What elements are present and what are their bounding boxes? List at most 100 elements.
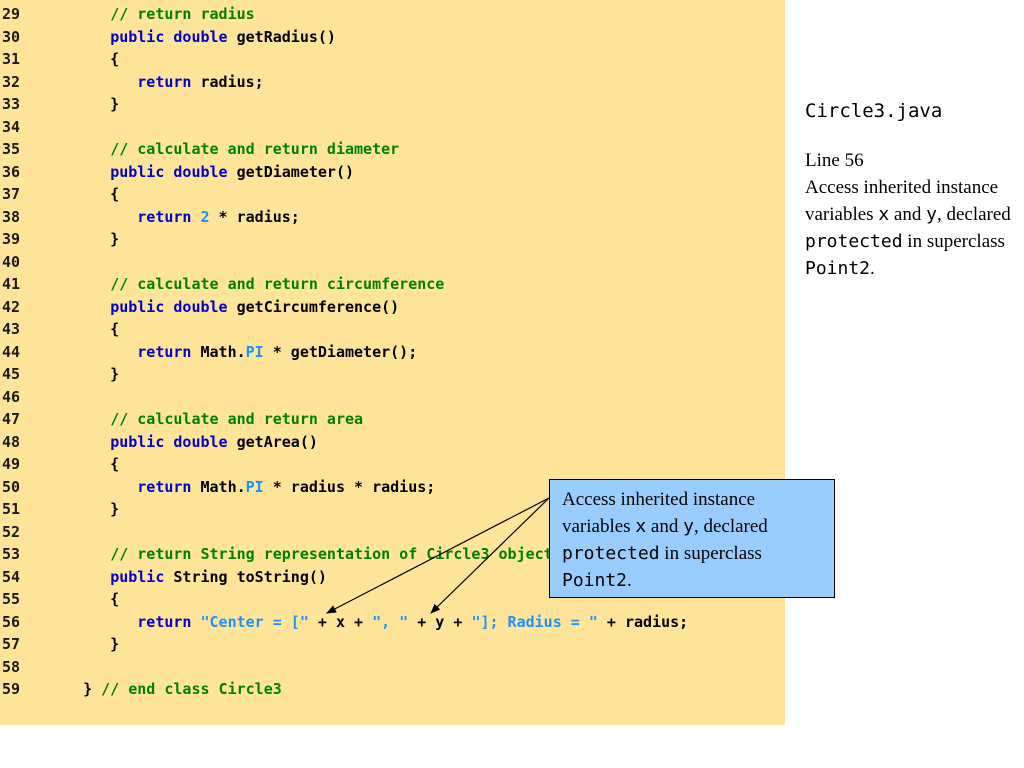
code-text: } xyxy=(56,228,119,250)
code-token: public double xyxy=(110,27,228,46)
callout-text: . xyxy=(627,570,632,591)
code-line: 42 public double getCircumference() xyxy=(0,296,785,318)
code-token xyxy=(191,208,200,226)
code-token xyxy=(56,140,110,158)
code-token: return xyxy=(137,72,192,91)
code-line: 56 return "Center = [" + x + ", " + y + … xyxy=(0,611,785,633)
line-number: 44 xyxy=(2,342,21,361)
line-number: 57 xyxy=(2,635,21,653)
callout-class-point2: Point2 xyxy=(562,570,628,591)
line-number: 45 xyxy=(2,365,21,383)
code-token: public xyxy=(110,567,165,586)
code-token: { xyxy=(56,455,120,473)
line-number: 38 xyxy=(2,207,21,226)
notes-text: and xyxy=(889,204,927,225)
code-text: { xyxy=(56,48,119,70)
code-token xyxy=(56,343,137,361)
notes-text: , declared xyxy=(936,204,1011,225)
line-number: 48 xyxy=(2,432,21,451)
code-line: 55 { xyxy=(0,588,785,610)
code-line: 48 public double getArea() xyxy=(0,431,785,453)
code-text: // calculate and return diameter xyxy=(56,138,399,160)
code-token: { xyxy=(56,185,120,203)
code-token: * getDiameter(); xyxy=(263,342,418,361)
code-text: return Math.PI * radius * radius; xyxy=(56,476,435,498)
line-number: 35 xyxy=(2,140,21,158)
code-token: { xyxy=(56,320,120,338)
line-number: 55 xyxy=(2,590,21,608)
code-token xyxy=(56,5,110,23)
code-text: // return String representation of Circl… xyxy=(56,543,553,565)
code-line: 33 } xyxy=(0,93,785,115)
line-number: 52 xyxy=(2,522,21,541)
notes-var-y: y xyxy=(926,204,937,225)
code-text: } // end class Circle3 xyxy=(56,678,282,700)
code-token: { xyxy=(56,590,120,608)
code-token xyxy=(56,163,110,181)
line-number: 37 xyxy=(2,185,21,203)
line-number: 41 xyxy=(2,275,21,293)
line-number: 32 xyxy=(2,72,21,91)
code-text: { xyxy=(56,318,119,340)
notes-class-point2: Point2 xyxy=(805,258,871,279)
code-token xyxy=(56,410,110,428)
code-token: public double xyxy=(110,297,228,316)
code-token: getCircumference() xyxy=(227,297,400,316)
code-token: String toString() xyxy=(164,567,327,586)
code-token: 2 xyxy=(200,207,210,226)
callout-text: and xyxy=(646,516,684,537)
code-line: 39 } xyxy=(0,228,785,250)
notes-text: . xyxy=(870,258,875,279)
file-title: Circle3.java xyxy=(805,100,943,122)
code-token: + radius; xyxy=(597,612,689,631)
code-line: 30 public double getRadius() xyxy=(0,26,785,48)
code-token: ", " xyxy=(372,612,409,631)
code-text: public String toString() xyxy=(56,566,327,588)
code-line: 29 // return radius xyxy=(0,3,785,25)
code-line: 54 public String toString() xyxy=(0,566,785,588)
code-text: return radius; xyxy=(56,71,264,93)
code-token: // return String representation of Circl… xyxy=(110,545,553,563)
code-line: 52 xyxy=(0,521,785,543)
code-token: // end class Circle3 xyxy=(101,680,282,698)
callout-var-y: y xyxy=(683,516,694,537)
line-number: 30 xyxy=(2,27,21,46)
code-text: // return radius xyxy=(56,3,255,25)
code-text: { xyxy=(56,183,119,205)
code-text: public double getDiameter() xyxy=(56,161,354,183)
code-token: * radius; xyxy=(209,207,300,226)
code-token: } xyxy=(56,500,120,518)
code-text: // calculate and return circumference xyxy=(56,273,444,295)
code-token: + y + xyxy=(408,612,472,631)
code-line: 36 public double getDiameter() xyxy=(0,161,785,183)
code-token xyxy=(56,433,110,451)
code-text: public double getCircumference() xyxy=(56,296,399,318)
code-token xyxy=(56,298,110,316)
code-token: radius; xyxy=(191,72,264,91)
code-token: } xyxy=(56,365,120,383)
code-token: public double xyxy=(110,162,228,181)
code-token: * radius * radius; xyxy=(263,477,436,496)
callout-var-x: x xyxy=(635,516,647,537)
code-token: } xyxy=(56,95,120,113)
code-text: return 2 * radius; xyxy=(56,206,300,228)
code-line: 38 return 2 * radius; xyxy=(0,206,785,228)
code-token: } xyxy=(56,230,120,248)
notes-text: Access inherited instance variables xyxy=(805,177,999,225)
code-token xyxy=(56,73,137,91)
code-line: 34 xyxy=(0,116,785,138)
line-number: 46 xyxy=(2,387,21,406)
code-token: getArea() xyxy=(227,432,318,451)
line-number: 49 xyxy=(2,455,21,473)
code-token: } xyxy=(56,635,120,653)
code-text: public double getRadius() xyxy=(56,26,336,48)
code-token: + x + xyxy=(308,612,373,631)
code-line: 32 return radius; xyxy=(0,71,785,93)
line-number: 54 xyxy=(2,567,21,586)
line-number: 51 xyxy=(2,500,21,518)
code-token xyxy=(56,568,110,586)
code-text: public double getArea() xyxy=(56,431,318,453)
code-token: { xyxy=(56,50,120,68)
code-token: // calculate and return circumference xyxy=(110,275,445,293)
line-number: 34 xyxy=(2,117,21,136)
